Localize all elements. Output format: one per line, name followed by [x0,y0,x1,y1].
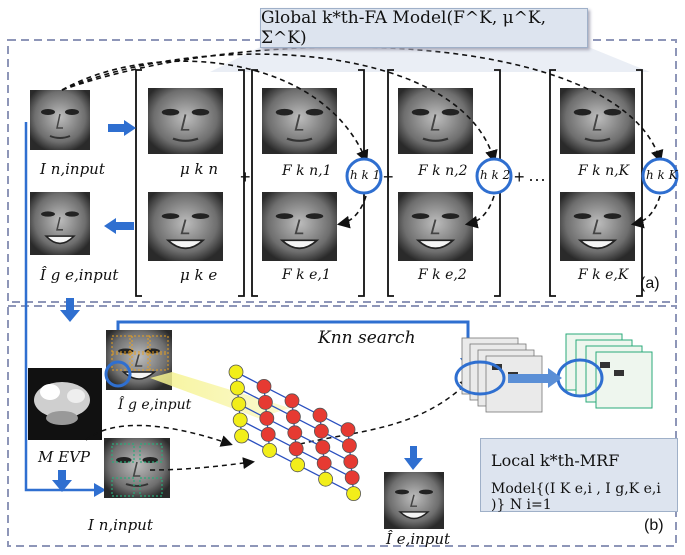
label-f-n1: F k n,1 [282,163,332,179]
patch-stack-neutral [461,337,543,413]
mrf-node-yellow [290,457,306,473]
factor-e2-face [397,191,474,262]
label-m-evp: M EVP [38,448,91,466]
panel-a-label: (a) [640,275,660,292]
mrf-node-red [313,423,329,439]
mean-expression-face [147,191,224,262]
mrf-node-yellow [231,396,247,412]
factor-e1-face [261,191,338,262]
mrf-node-red [343,454,359,470]
label-patch-neutral: I n,input [88,516,153,534]
label-hK: h k K [646,168,678,182]
panel-b-frame [7,305,677,547]
ellipsis: ··· [528,169,546,189]
label-f-nK: F k n,K [578,163,630,179]
output-expression-face [29,191,91,256]
input-neutral-face [29,89,91,151]
mrf-node-yellow [228,364,244,380]
mrf-node-red [256,378,272,394]
mrf-node-red [260,426,276,442]
mrf-node-yellow [234,428,250,444]
label-mean-neutral: μ k n [180,160,219,178]
mrf-node-red [312,407,328,423]
factor-eK-face [559,191,636,262]
local-model-line1: Local k*th-MRF [491,451,620,470]
label-f-eK: F k e,K [578,267,629,283]
panel-a-frame [7,39,677,303]
mrf-node-red [287,425,303,441]
plus-sign-2: + [383,167,394,187]
result-expression-face [383,471,445,530]
local-model-box: Local k*th-MRF Model{(I K e,i , I g,K e,… [480,438,678,513]
label-h2: h k 2 [480,168,511,182]
h2-node [475,157,513,195]
mrf-node-yellow [318,471,334,487]
mean-neutral-face [146,86,225,156]
mrf-graph [228,364,362,502]
factor-n2-face [396,86,475,156]
label-h1: h k 1 [350,168,381,182]
mrf-node-red [315,439,331,455]
knn-search-label: Knn search [318,328,416,348]
mrf-node-red [284,393,300,409]
label-f-e1: F k e,1 [282,267,331,283]
mrf-node-yellow [346,486,362,502]
factor-n1-face [260,86,339,156]
label-result: Î e,input [386,530,451,548]
mrf-node-red [285,409,301,425]
label-f-n2: F k n,2 [418,163,468,179]
mrf-node-red [341,438,357,454]
label-output-expression: Î g e,input [40,266,119,284]
h1-node [345,157,383,195]
panel-b-label: (b) [644,517,664,534]
label-input-neutral: I n,input [40,160,105,178]
mrf-node-red [316,455,332,471]
matrix-brackets [135,69,643,297]
local-model-line2: Model{(I K e,i , I g,K e,i )} N i=1 [491,481,661,513]
mrf-node-yellow [262,442,278,458]
mrf-node-red [259,410,275,426]
plus-sign-3: + [514,167,525,187]
label-mean-expression: μ k e [180,266,218,284]
label-f-e2: F k e,2 [418,267,467,283]
factor-nK-face [558,86,637,156]
mrf-node-red [257,394,273,410]
mrf-node-red [288,441,304,457]
patch-neutral-face [102,436,172,500]
plus-sign-1: + [240,167,251,187]
mrf-node-red [344,470,360,486]
mrf-node-yellow [229,380,245,396]
hK-node [641,157,679,195]
global-model-title: Global k*th-FA Model(F^K, μ^K, Σ^K) [260,8,588,48]
label-patch-expression: Î g e,input [118,397,192,413]
mrf-node-red [340,422,356,438]
mrf-node-yellow [232,412,248,428]
